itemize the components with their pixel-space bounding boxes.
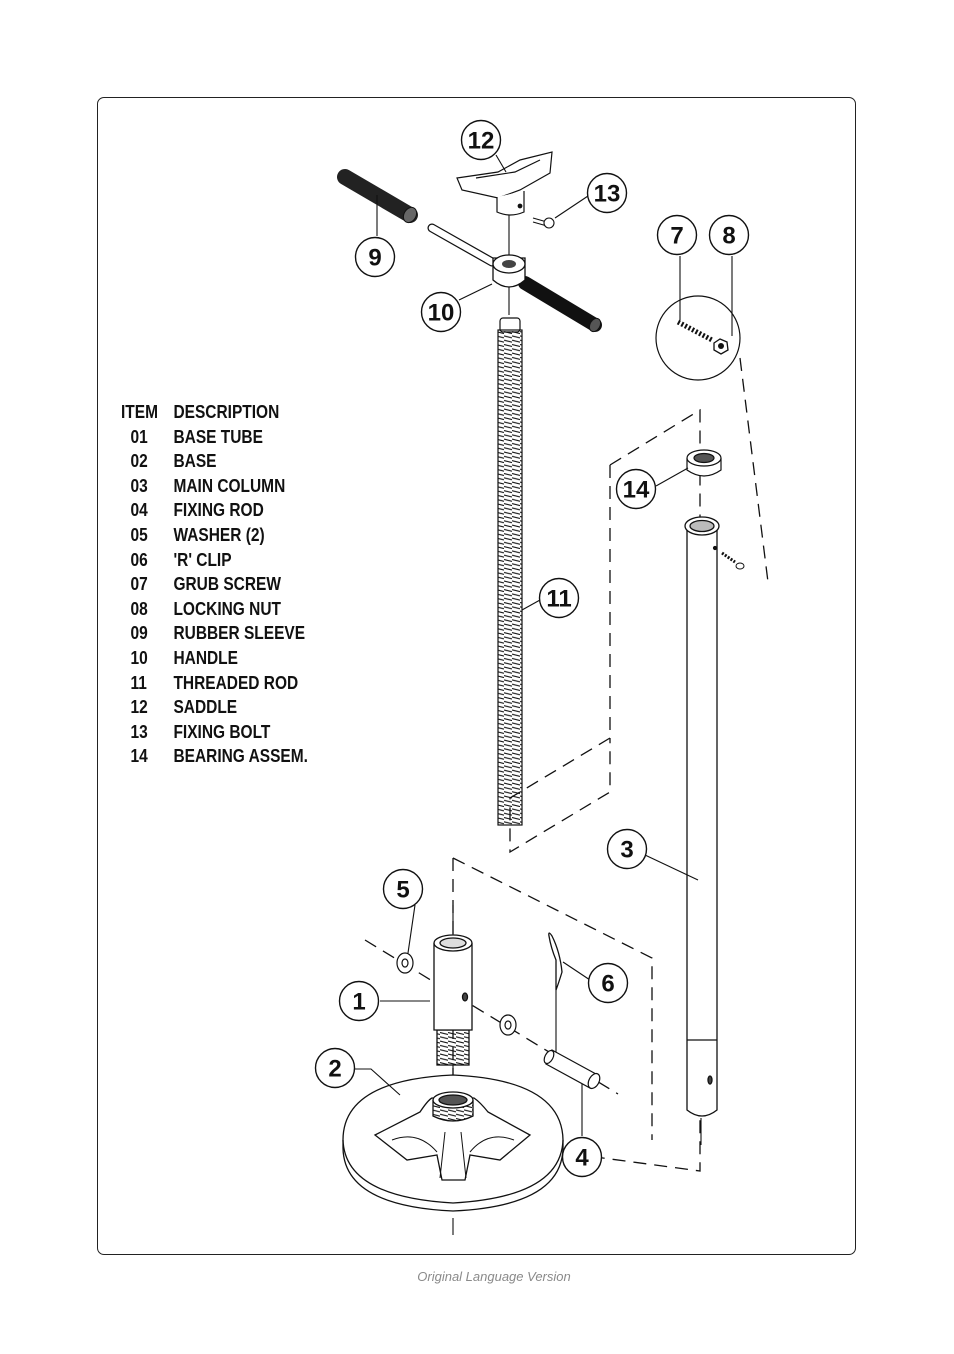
item-number: 13 xyxy=(130,721,148,742)
item-number: 11 xyxy=(130,672,147,693)
item-number: 04 xyxy=(130,500,148,521)
item-description: 'R' CLIP xyxy=(173,549,232,570)
callout-11: 11 xyxy=(538,577,580,619)
parts-row: 09 RUBBER SLEEVE xyxy=(121,621,308,646)
item-number: 05 xyxy=(130,524,148,545)
parts-row: 03 MAIN COLUMN xyxy=(121,474,308,499)
leader-lines xyxy=(354,154,733,1136)
parts-row: 07 GRUB SCREW xyxy=(121,572,308,597)
item-number: 01 xyxy=(130,426,148,447)
parts-row: 01 BASE TUBE xyxy=(121,425,308,450)
handle-bar xyxy=(427,223,602,333)
callout-2: 2 xyxy=(314,1047,356,1089)
threaded-rod xyxy=(497,317,523,826)
svg-text:9: 9 xyxy=(368,245,381,272)
parts-row: 12 SADDLE xyxy=(121,695,308,720)
item-description: HANDLE xyxy=(173,647,238,668)
washers xyxy=(396,952,517,1036)
callout-6: 6 xyxy=(587,962,629,1004)
parts-row: 02 BASE xyxy=(121,449,308,474)
item-number: 12 xyxy=(130,697,148,718)
callouts: 12 13 9 10 7 8 14 11 3 5 6 1 2 4 xyxy=(314,119,750,1178)
saddle xyxy=(456,151,553,216)
footer-note: Original Language Version xyxy=(417,1269,571,1284)
header-item: ITEM xyxy=(121,402,158,422)
item-description: WASHER (2) xyxy=(173,524,265,545)
svg-text:10: 10 xyxy=(428,300,455,327)
callout-3: 3 xyxy=(606,828,648,870)
parts-row: 14 BEARING ASSEM. xyxy=(121,744,308,769)
item-description: SADDLE xyxy=(173,697,238,718)
parts-row: 11 THREADED ROD xyxy=(121,671,308,696)
item-description: BASE TUBE xyxy=(173,426,263,447)
main-column xyxy=(684,516,745,1117)
fixing-rod xyxy=(543,1049,601,1090)
item-description: BEARING ASSEM. xyxy=(173,746,308,767)
callout-14: 14 xyxy=(615,468,657,510)
item-number: 03 xyxy=(130,475,148,496)
item-description: GRUB SCREW xyxy=(173,574,281,595)
svg-text:13: 13 xyxy=(594,181,621,208)
rubber-sleeve xyxy=(337,169,418,224)
fixing-bolt xyxy=(532,217,555,229)
svg-text:7: 7 xyxy=(670,223,683,250)
item-description: BASE xyxy=(173,451,217,472)
item-number: 06 xyxy=(130,549,148,570)
svg-text:6: 6 xyxy=(601,971,614,998)
item-description: FIXING ROD xyxy=(173,500,264,521)
parts-row: 05 WASHER (2) xyxy=(121,523,308,548)
svg-text:14: 14 xyxy=(623,477,650,504)
parts-list: ITEM DESCRIPTION 01 BASE TUBE 02 BASE 03 MA… xyxy=(121,400,308,769)
item-description: LOCKING NUT xyxy=(173,598,281,619)
item-description: THREADED ROD xyxy=(173,672,299,693)
callout-4: 4 xyxy=(561,1136,603,1178)
parts-row: 04 FIXING ROD xyxy=(121,498,308,523)
item-number: 14 xyxy=(130,746,148,767)
base-tube xyxy=(433,934,473,1066)
bearing-assembly xyxy=(686,449,722,477)
svg-text:12: 12 xyxy=(468,128,495,155)
parts-row: 13 FIXING BOLT xyxy=(121,720,308,745)
svg-text:5: 5 xyxy=(396,877,409,904)
callout-10: 10 xyxy=(420,291,462,333)
svg-text:11: 11 xyxy=(546,586,571,613)
parts-row: 10 HANDLE xyxy=(121,646,308,671)
callout-7: 7 xyxy=(656,214,698,256)
svg-text:1: 1 xyxy=(352,989,365,1016)
callout-9: 9 xyxy=(354,236,396,278)
svg-text:4: 4 xyxy=(575,1145,589,1172)
callout-5: 5 xyxy=(382,868,424,910)
parts-row: 06 'R' CLIP xyxy=(121,548,308,573)
parts-list-header: ITEM DESCRIPTION xyxy=(121,400,308,425)
item-description: FIXING BOLT xyxy=(173,721,271,742)
r-clip xyxy=(548,932,563,991)
item-number: 10 xyxy=(130,647,148,668)
callout-13: 13 xyxy=(586,172,628,214)
item-number: 08 xyxy=(130,598,148,619)
svg-text:3: 3 xyxy=(620,837,633,864)
callout-8: 8 xyxy=(708,214,750,256)
detail-circle xyxy=(655,295,741,381)
callout-1: 1 xyxy=(338,980,380,1022)
item-description: MAIN COLUMN xyxy=(173,475,286,496)
item-number: 07 xyxy=(130,574,148,595)
parts-row: 08 LOCKING NUT xyxy=(121,597,308,622)
item-number: 02 xyxy=(130,451,148,472)
svg-text:2: 2 xyxy=(328,1056,341,1083)
item-description: RUBBER SLEEVE xyxy=(173,623,306,644)
base xyxy=(342,1074,564,1212)
item-number: 09 xyxy=(130,623,148,644)
drawing-frame xyxy=(97,97,856,1255)
svg-text:8: 8 xyxy=(722,223,735,250)
callout-12: 12 xyxy=(460,119,502,161)
header-description: DESCRIPTION xyxy=(173,402,280,422)
